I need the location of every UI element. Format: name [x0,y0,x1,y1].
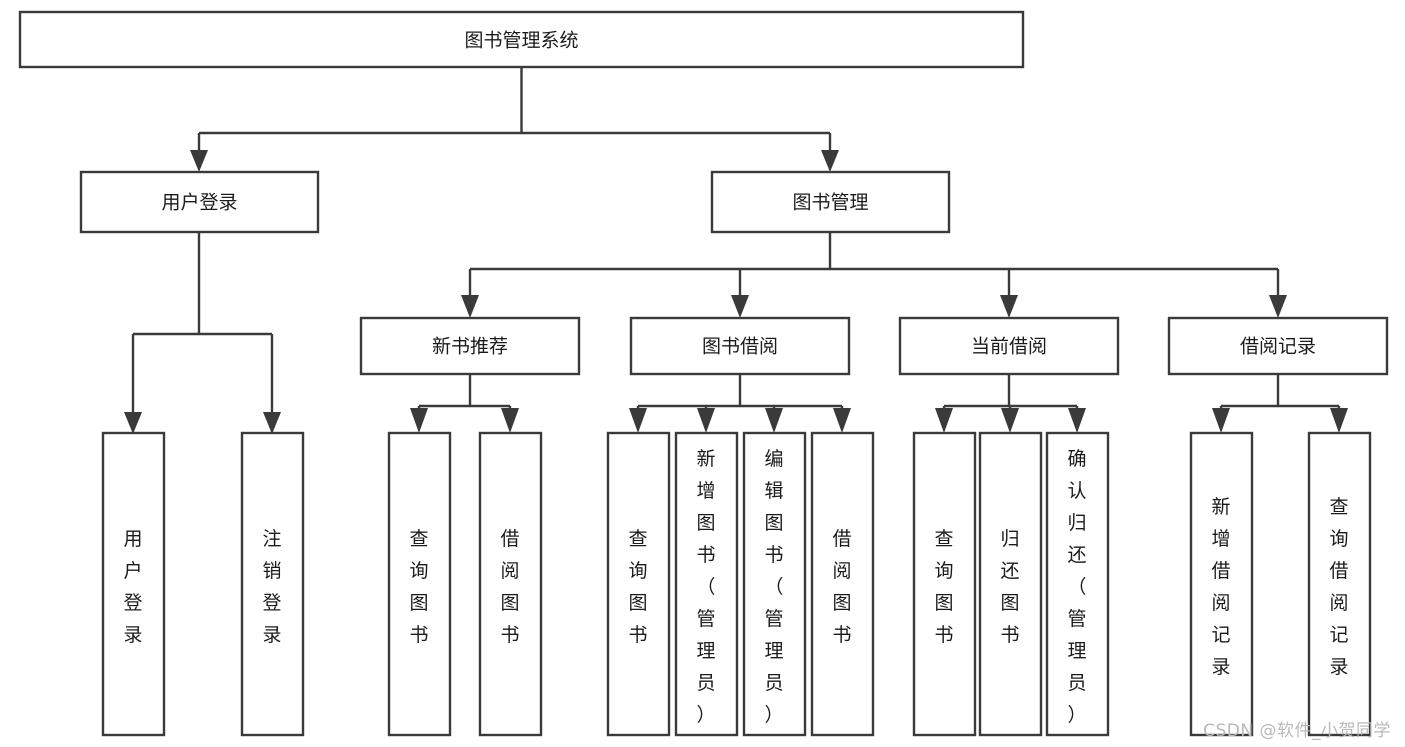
node-book-borrow-box[interactable] [629,316,851,376]
arrow-to-leaf-return-book [1001,408,1019,433]
node-current-borrow[interactable]: 当前借阅 [898,316,1120,376]
node-user-login-label: 用户登录 [161,192,237,214]
node-new-book-rec-label: 新书推荐 [432,336,508,358]
node-leaf-query-book-3-box[interactable] [912,431,977,737]
arrow-to-leaf-query-book-1 [410,408,428,433]
node-leaf-borrow-book-1-box[interactable] [478,431,543,737]
node-root-box[interactable] [18,10,1025,69]
node-leaf-borrow-book-1[interactable]: 借阅图书 [478,431,543,737]
node-leaf-logout[interactable]: 注销登录 [240,431,305,737]
node-leaf-add-book[interactable]: 新增图书（管理员） [674,431,739,737]
node-leaf-query-book-3-label: 查询图书 [934,528,953,646]
arrow-to-leaf-borrow-book-1 [501,408,519,433]
node-leaf-query-book-1-box[interactable] [387,431,452,737]
arrow-to-leaf-query-book-2 [629,408,647,433]
node-borrow-record[interactable]: 借阅记录 [1167,316,1389,376]
node-leaf-borrow-book-2[interactable]: 借阅图书 [810,431,875,737]
node-book-manage-label: 图书管理 [792,192,868,214]
node-user-login-box[interactable] [79,170,320,234]
node-root-label: 图书管理系统 [464,30,578,52]
node-book-manage-box[interactable] [710,170,951,234]
arrow-to-leaf-add-book [697,408,715,433]
arrow-to-leaf-logout [263,412,281,434]
node-leaf-query-book-1[interactable]: 查询图书 [387,431,452,737]
node-leaf-query-book-3[interactable]: 查询图书 [912,431,977,737]
node-leaf-logout-label: 注销登录 [262,528,281,646]
node-leaf-confirm-return-box[interactable] [1045,431,1110,737]
node-leaf-borrow-book-2-box[interactable] [810,431,875,737]
node-leaf-add-book-label: 新增图书（管理员） [696,448,715,726]
node-leaf-query-book-2-label: 查询图书 [628,528,647,646]
node-leaf-query-book-2[interactable]: 查询图书 [606,431,671,737]
node-book-manage[interactable]: 图书管理 [710,170,951,234]
node-leaf-query-record-box[interactable] [1307,431,1372,737]
arrow-to-new-book-rec [461,295,479,318]
arrow-to-current-borrow [1000,295,1018,318]
node-leaf-return-book-box[interactable] [978,431,1043,737]
arrow-to-leaf-borrow-book-2 [833,408,851,433]
node-leaf-query-book-2-box[interactable] [606,431,671,737]
node-leaf-edit-book[interactable]: 编辑图书（管理员） [742,431,807,737]
node-leaf-logout-box[interactable] [240,431,305,737]
node-leaf-confirm-return[interactable]: 确认归还（管理员） [1045,431,1110,737]
arrow-to-book-borrow [731,295,749,318]
node-leaf-return-book-label: 归还图书 [1000,528,1019,646]
node-new-book-rec-box[interactable] [359,316,581,376]
node-leaf-user-login-label: 用户登录 [123,528,142,646]
arrow-to-borrow-record [1269,295,1287,318]
arrow-to-leaf-edit-book [765,408,783,433]
node-leaf-edit-book-label: 编辑图书（管理员） [764,448,783,726]
node-current-borrow-box[interactable] [898,316,1120,376]
node-leaf-add-book-box[interactable] [674,431,739,737]
node-leaf-query-book-1-label: 查询图书 [409,528,428,646]
connector-layer [124,67,1348,434]
node-leaf-borrow-book-1-label: 借阅图书 [500,528,519,646]
node-leaf-add-record-box[interactable] [1189,431,1254,737]
node-leaf-query-record-label: 查询借阅记录 [1329,496,1348,678]
node-leaf-return-book[interactable]: 归还图书 [978,431,1043,737]
node-leaf-query-record[interactable]: 查询借阅记录 [1307,431,1372,737]
node-leaf-add-record-label: 新增借阅记录 [1211,496,1230,678]
node-leaf-user-login[interactable]: 用户登录 [101,431,166,737]
arrow-to-leaf-confirm-return [1068,408,1086,433]
arrow-to-book-manage [821,150,839,172]
node-borrow-record-label: 借阅记录 [1240,336,1316,358]
node-leaf-confirm-return-label: 确认归还（管理员） [1067,448,1086,726]
node-root[interactable]: 图书管理系统 [18,10,1025,69]
arrow-to-leaf-user-login [124,412,142,434]
arrow-to-leaf-add-record [1212,408,1230,433]
node-user-login[interactable]: 用户登录 [79,170,320,234]
node-borrow-record-box[interactable] [1167,316,1389,376]
arrow-to-user-login [190,150,208,172]
node-new-book-rec[interactable]: 新书推荐 [359,316,581,376]
node-leaf-add-record[interactable]: 新增借阅记录 [1189,431,1254,737]
node-leaf-user-login-box[interactable] [101,431,166,737]
node-current-borrow-label: 当前借阅 [971,336,1047,358]
node-leaf-borrow-book-2-label: 借阅图书 [832,528,851,646]
arrow-to-leaf-query-record [1330,408,1348,433]
node-book-borrow[interactable]: 图书借阅 [629,316,851,376]
arrow-to-leaf-query-book-3 [935,408,953,433]
node-book-borrow-label: 图书借阅 [702,336,778,358]
node-leaf-edit-book-box[interactable] [742,431,807,737]
